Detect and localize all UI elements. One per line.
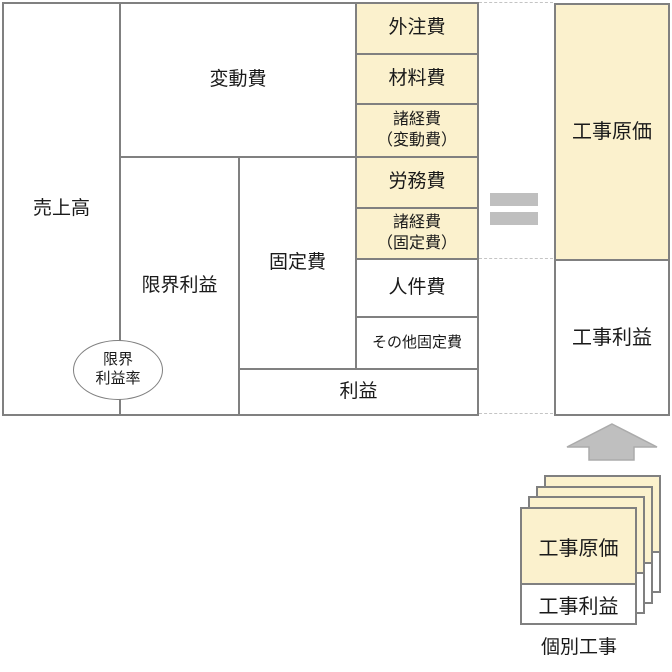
variable-cost-box: 変動費 (119, 2, 357, 158)
subitem-other-fixed-cost: その他固定費 (355, 316, 479, 370)
dotted-connector-middle (479, 258, 553, 259)
project-card-front: 工事原価 工事利益 (520, 507, 637, 625)
subitem-labor-cost: 労務費 (355, 156, 479, 209)
subitem-material-cost: 材料費 (355, 53, 479, 105)
sales-box: 売上高 (2, 2, 121, 416)
up-arrow-icon (566, 423, 658, 461)
dotted-connector-top (479, 2, 553, 3)
project-card-profit-area: 工事利益 (538, 595, 619, 618)
profit-box: 利益 (238, 368, 479, 416)
subitem-personnel-cost: 人件費 (355, 258, 479, 318)
marginal-profit-rate-ellipse: 限界 利益率 (73, 340, 163, 400)
subitem-outsourcing-cost: 外注費 (355, 2, 479, 55)
construction-cost-box: 工事原価 (554, 3, 670, 261)
fixed-cost-box: 固定費 (238, 156, 357, 370)
dotted-connector-bottom (479, 413, 553, 414)
project-card-cost-area: 工事原価 (522, 509, 635, 585)
individual-projects-caption: 個別工事 (540, 637, 617, 658)
construction-profit-box: 工事利益 (554, 259, 670, 416)
subitem-misc-expenses-fixed: 諸経費 （固定費） (355, 207, 479, 260)
equals-icon (490, 212, 538, 225)
subitem-misc-expenses-variable: 諸経費 （変動費） (355, 103, 479, 158)
equals-icon (490, 193, 538, 206)
